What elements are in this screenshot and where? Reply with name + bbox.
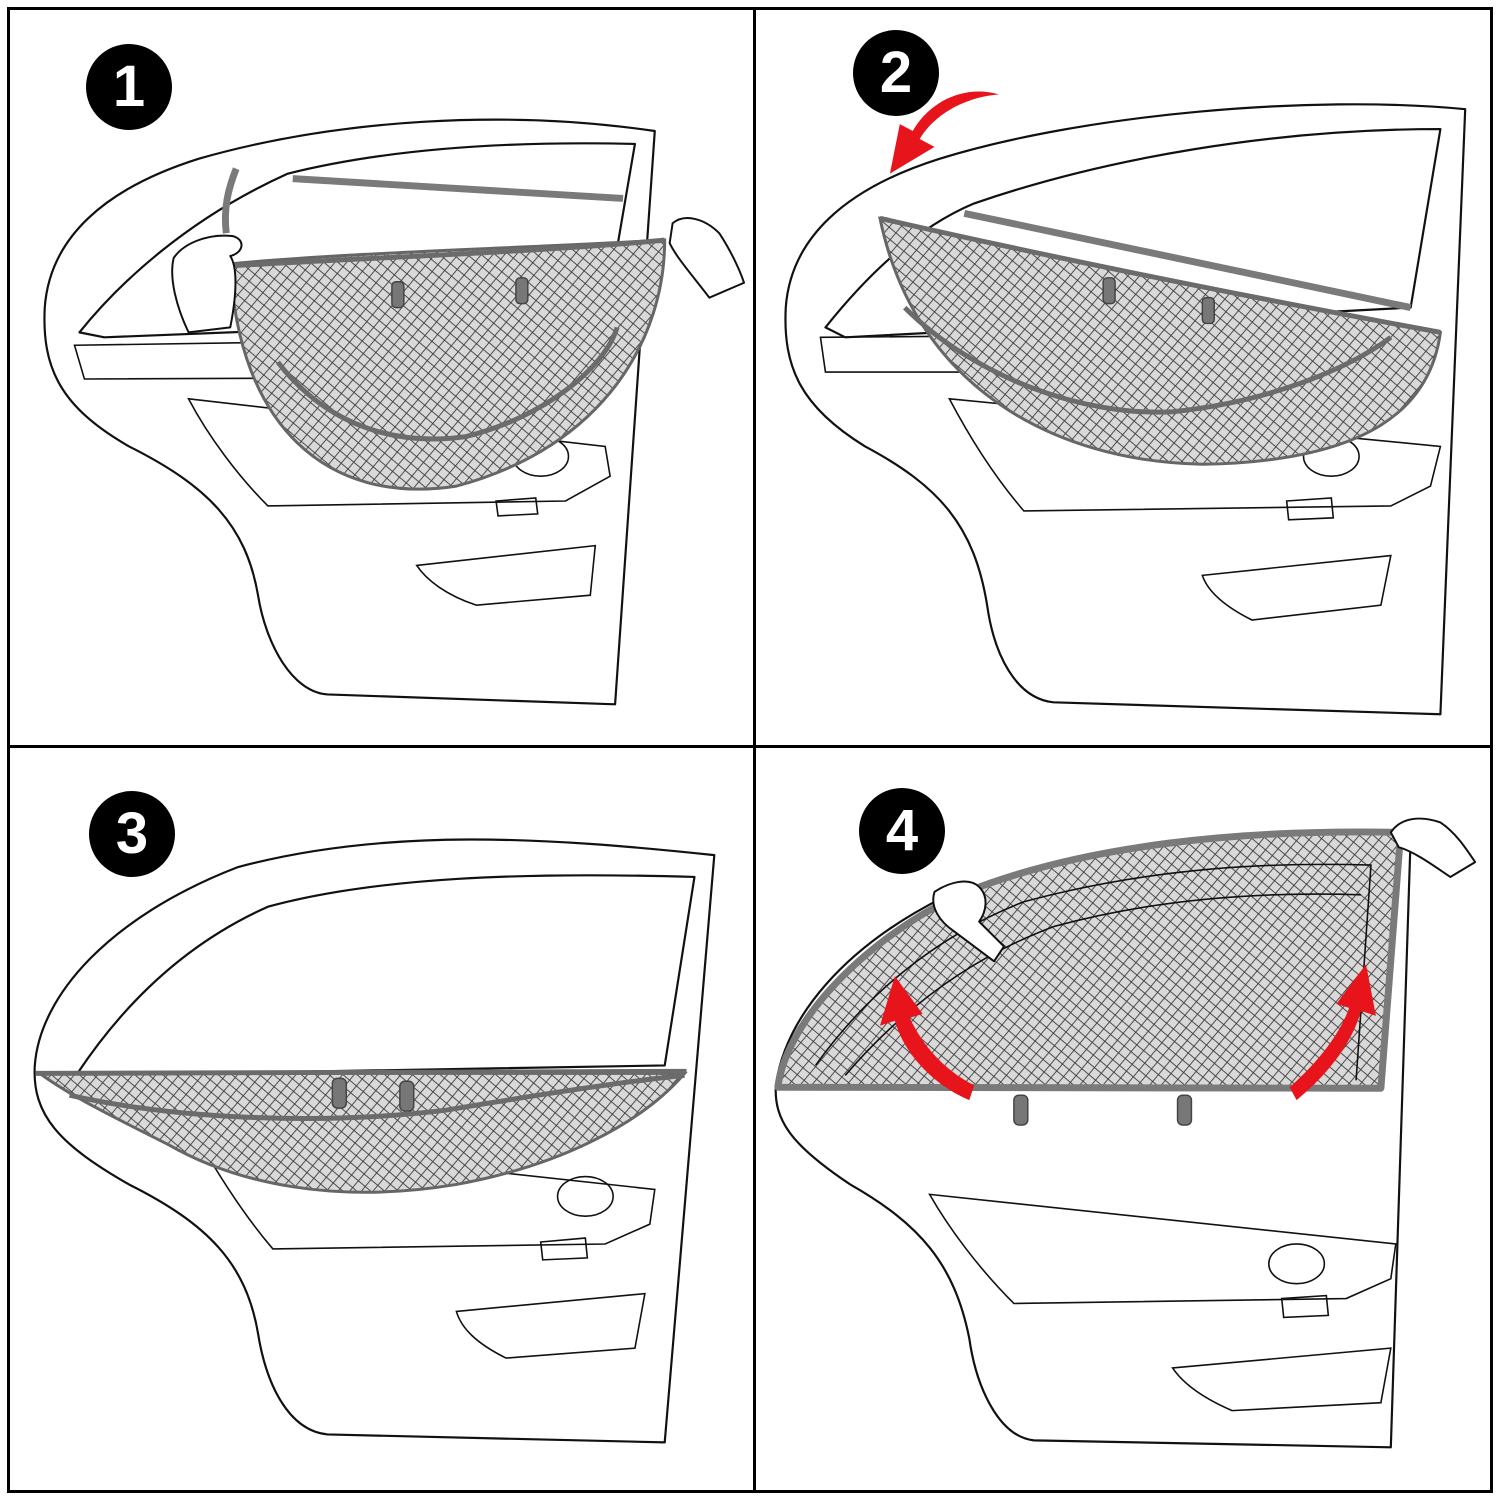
curved-arrow-icon [889,91,1000,174]
mesh-sunshade-icon [878,209,1443,466]
step-number-badge: 3 [89,791,175,877]
car-door-illustration-3 [33,838,716,1444]
hand-icon [932,817,1477,963]
car-door-illustration-4 [774,817,1477,1449]
step-number-badge: 2 [853,30,939,116]
car-door-illustration-1 [43,118,746,706]
step-panel-3: 3 [7,745,756,1493]
curved-arrow-icon [879,976,975,1101]
hand-icon [171,217,746,334]
car-door-illustration-2 [784,91,1467,716]
step-panel-1: 1 [7,7,756,748]
step-number-badge: 4 [859,788,945,874]
curved-arrow-icon [1289,964,1376,1101]
step-panel-4: 4 [753,745,1493,1493]
step-panel-2: 2 [753,7,1493,748]
mesh-sunshade-icon [35,1068,688,1194]
car-door-icon [774,833,1412,1449]
mesh-sunshade-icon [221,167,667,491]
step-number-badge: 1 [86,44,172,130]
